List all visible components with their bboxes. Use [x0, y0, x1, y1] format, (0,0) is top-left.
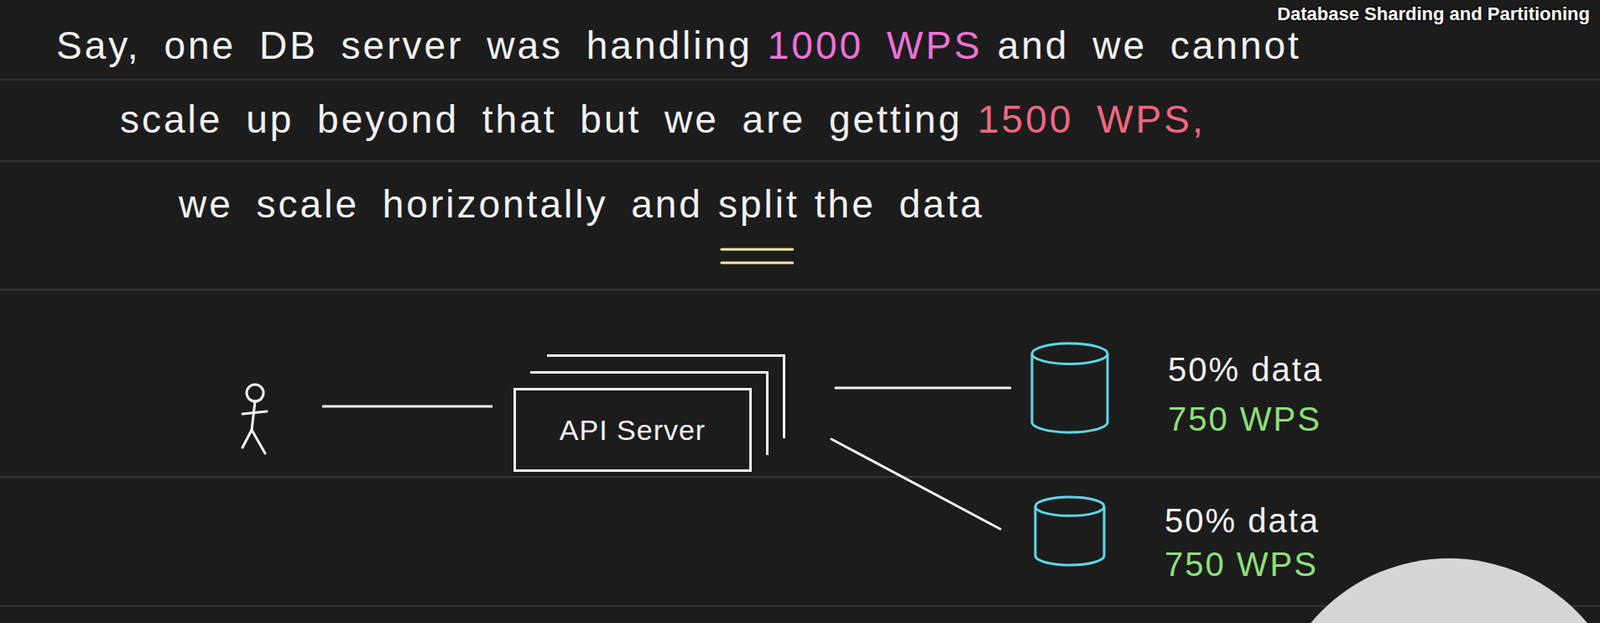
server-box: API Server — [513, 387, 752, 472]
sentence-row: Say, one DB server was handling 1000 WPS a… — [56, 20, 1317, 71]
connector-line — [835, 386, 1011, 390]
cylinder-body — [1031, 353, 1108, 433]
data-share-label: 50% data — [1164, 500, 1320, 541]
highlight-number: 1500 WPS, — [977, 97, 1206, 141]
ruled-line — [0, 288, 1600, 291]
video-title: Database Sharding and Partitioning — [1276, 3, 1590, 26]
highlight-number: 1000 WPS — [767, 23, 983, 68]
ruled-lines — [0, 79, 1600, 606]
throughput-label: 750 WPS — [1167, 398, 1322, 439]
ruled-line — [0, 160, 1600, 162]
sentence-text: Say, one DB server was handling — [56, 23, 753, 68]
data-share-label: 50% data — [1167, 349, 1324, 390]
figure-leg — [242, 429, 252, 448]
sentence-text: the data — [814, 182, 985, 226]
webcam-circle — [1268, 557, 1600, 623]
database-node: 50% data750 WPS — [1033, 495, 1106, 567]
throughput-label: 750 WPS — [1164, 543, 1319, 584]
figure-head — [246, 384, 264, 402]
sentence-text: scale up beyond that but we are getting — [119, 97, 963, 141]
database-node: 50% data750 WPS — [1030, 341, 1110, 434]
figure-arms — [242, 411, 267, 414]
cylinder-body — [1035, 505, 1105, 565]
ruled-line — [0, 475, 1600, 478]
cylinder-top — [1035, 496, 1105, 516]
double-underline — [721, 248, 793, 251]
figure-leg — [251, 429, 266, 454]
user-figure — [242, 384, 267, 454]
sentence-text: split — [718, 182, 800, 226]
cylinder-top — [1031, 343, 1108, 364]
connector-line — [831, 438, 1001, 529]
server-label: API Server — [559, 413, 706, 447]
sentence-text: we scale horizontally and — [178, 182, 704, 226]
webcam-overlay — [1268, 557, 1600, 623]
user-link-line — [322, 405, 493, 408]
figure-body — [251, 401, 256, 430]
database-cylinder — [1033, 495, 1106, 567]
sentence-row: we scale horizontally and split the data — [178, 178, 1000, 230]
server-node: API Server — [513, 354, 786, 472]
ruled-line — [0, 78, 1600, 81]
sentence-text: and we cannot — [997, 23, 1302, 68]
double-underline — [721, 261, 793, 265]
database-cylinder — [1030, 341, 1110, 434]
sentence-row: scale up beyond that but we are getting 1… — [119, 93, 1221, 145]
